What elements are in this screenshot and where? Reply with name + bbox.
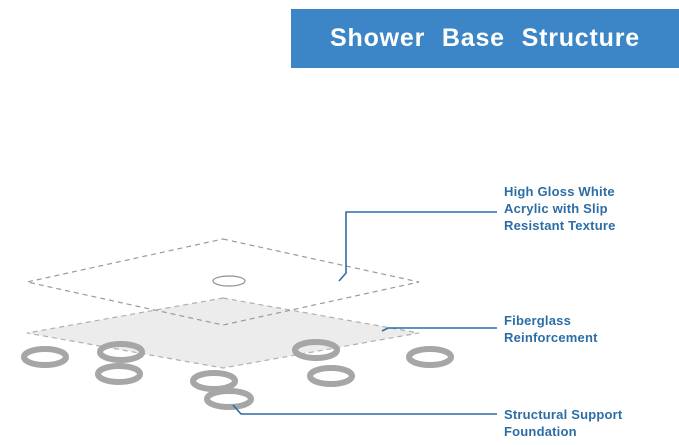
callout-acrylic-line-1: High Gloss White	[504, 184, 615, 199]
callout-acrylic-line-2: Acrylic with Slip	[504, 201, 608, 216]
callout-foundation-line-2: Foundation	[504, 424, 577, 439]
connector-line-foundation	[232, 404, 497, 415]
support-ring	[406, 346, 454, 368]
support-ring	[307, 365, 355, 387]
callout-acrylic-line-3: Resistant Texture	[504, 218, 616, 233]
callout-acrylic: High Gloss White Acrylic with Slip Resis…	[504, 183, 616, 234]
callout-foundation-line-1: Structural Support	[504, 407, 623, 422]
support-ring	[190, 370, 238, 392]
fiberglass-panel	[26, 297, 420, 369]
support-ring	[95, 363, 143, 385]
callout-fiberglass-line-1: Fiberglass	[504, 313, 572, 328]
callout-fiberglass: Fiberglass Reinforcement	[504, 312, 598, 346]
acrylic-panel-outline	[26, 238, 420, 326]
callout-fiberglass-line-2: Reinforcement	[504, 330, 598, 345]
support-ring	[204, 388, 254, 410]
support-rings	[21, 339, 454, 410]
callout-foundation: Structural Support Foundation	[504, 406, 622, 440]
support-ring	[21, 346, 69, 368]
support-ring	[292, 339, 340, 361]
support-ring	[97, 341, 145, 363]
connector-line-fiberglass	[381, 327, 497, 332]
drain-hole	[212, 275, 246, 287]
title-banner: Shower Base Structure	[291, 9, 679, 68]
connector-line-acrylic	[338, 211, 497, 282]
page-title: Shower Base Structure	[330, 24, 640, 52]
